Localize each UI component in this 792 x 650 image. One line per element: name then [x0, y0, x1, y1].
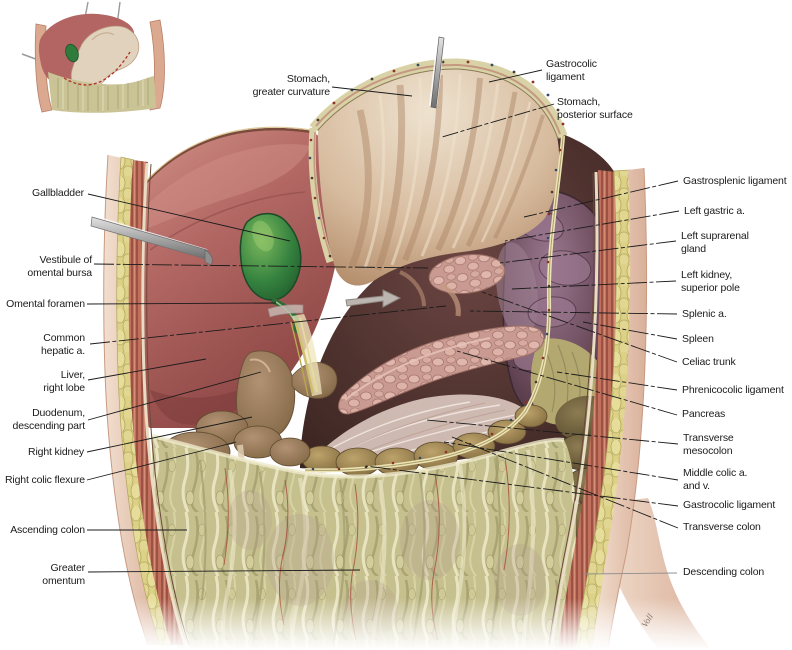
label-transverse-mesocolon: Transverse mesocolon: [683, 432, 734, 457]
bile-duct-bundle: [290, 314, 322, 397]
stomach-folds: [348, 74, 545, 272]
label-vestibule: Vestibule of omental bursa: [27, 254, 92, 279]
label-liver-right-lobe: Liver, right lobe: [43, 369, 85, 394]
bottom-fade: [0, 598, 792, 650]
label-duodenum: Duodenum, descending part: [12, 407, 86, 432]
label-omental-foramen: Omental foramen: [6, 298, 85, 310]
retractor-top-icon: [429, 36, 445, 109]
inset-incision-line: [63, 51, 131, 86]
label-gastrocolic-ligament-lower: Gastrocolic ligament: [683, 499, 776, 511]
retractor-left-icon: [90, 215, 213, 266]
label-pancreas: Pancreas: [682, 408, 726, 420]
label-right-kidney: Right kidney: [28, 446, 84, 458]
label-celiac-trunk: Celiac trunk: [682, 356, 736, 368]
label-ascending-colon: Ascending colon: [10, 524, 85, 536]
abdominal-wall-left: [103, 154, 190, 646]
cut-vessel-dots: [308, 60, 565, 471]
label-gastrocolic-ligament-top: Gastrocolic ligament: [546, 58, 597, 83]
label-gallbladder: Gallbladder: [31, 187, 84, 199]
label-transverse-colon: Transverse colon: [683, 521, 761, 533]
label-right-colic-flexure: Right colic flexure: [4, 474, 85, 486]
label-left-gastric: Left gastric a.: [684, 205, 745, 217]
gastropancreatic-fold: [438, 282, 461, 317]
label-common-hepatic: Common hepatic a.: [40, 332, 85, 357]
label-stomach-posterior: Stomach, posterior surface: [557, 96, 633, 121]
label-greater-omentum: Greater omentum: [42, 562, 85, 587]
stomach-posterior-surface: [318, 68, 560, 286]
label-splenic-a: Splenic a.: [682, 308, 727, 320]
label-left-suprarenal: Left suprarenal gland: [681, 230, 749, 255]
left-kidney-superior-pole: [496, 242, 538, 338]
inset-stomach: [70, 25, 140, 92]
gastrocolic-ligament-cut-edge: [304, 58, 568, 473]
spleen-and-left-kidney: [496, 188, 610, 417]
label-stomach-greater-curvature: Stomach, greater curvature: [252, 73, 331, 98]
leader-lines: [86, 69, 680, 575]
main-illustration: Voll: [0, 36, 792, 650]
label-middle-colic: Middle colic a. and v.: [683, 467, 748, 492]
inset-gallbladder: [65, 43, 79, 63]
omental-foramen-arrow-icon: [267, 289, 402, 318]
label-left-kidney: Left kidney, superior pole: [681, 269, 740, 294]
label-gastrosplenic: Gastrosplenic ligament: [683, 175, 787, 187]
inset-omentum: [48, 72, 156, 113]
inset-right-wall: [149, 19, 165, 111]
orientation-inset: [21, 1, 165, 113]
pancreas: [338, 254, 545, 415]
label-spleen: Spleen: [682, 333, 714, 345]
liver: [111, 126, 343, 429]
label-phrenicocolic: Phrenicocolic ligament: [682, 384, 784, 396]
label-descending-colon: Descending colon: [683, 566, 765, 578]
